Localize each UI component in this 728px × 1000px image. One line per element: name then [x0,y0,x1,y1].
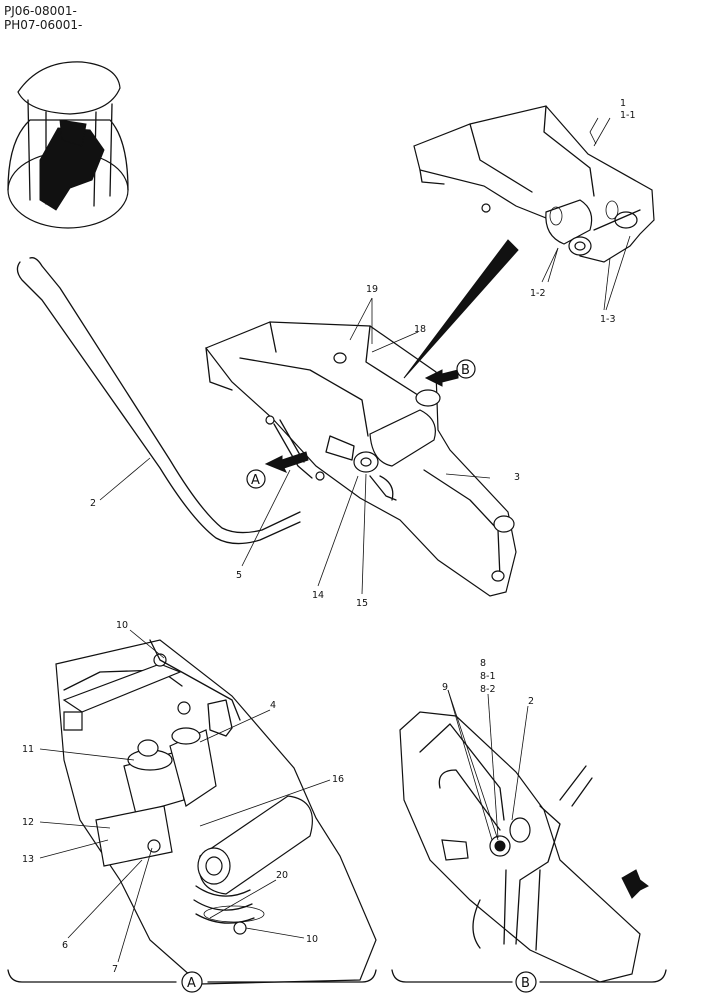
model-code-1: PJ06-08001- [4,4,77,18]
view-caption-b [391,969,667,993]
label-part-10-top: 10 [116,620,128,631]
lever-part-2 [16,257,301,545]
label-part-2: 2 [90,498,96,509]
label-part-3: 3 [514,472,520,483]
view-caption-b-letter: B [521,976,530,991]
label-part-14: 14 [312,590,324,601]
label-part-9: 9 [442,682,448,693]
label-part-7: 7 [112,964,118,975]
label-part-11: 11 [22,744,34,755]
label-part-1-2: 1-2 [530,288,546,299]
label-part-15: 15 [356,598,368,609]
label-part-5: 5 [236,570,242,581]
label-part-1-1: 1-1 [620,110,636,121]
model-code-2: PH07-06001- [4,18,83,32]
label-part-8: 8 [480,658,486,669]
label-part-19: 19 [366,284,378,295]
label-part-6: 6 [62,940,68,951]
label-part-1: 1 [620,98,626,109]
label-part-12: 12 [22,817,34,828]
upper-bracket-part-1 [413,105,655,263]
label-part-4: 4 [270,700,276,711]
view-caption-a [7,969,377,993]
label-part-18: 18 [414,324,426,335]
label-part-20: 20 [276,870,288,881]
main-bracket-assembly [205,321,517,597]
detail-view-b [399,711,649,983]
label-part-8-2: 8-2 [480,684,496,695]
view-marker-a: A [251,473,260,488]
leader-lines [39,117,631,963]
view-marker-b: B [461,363,470,378]
label-part-8-1: 8-1 [480,671,496,682]
view-arrow-b [424,359,476,387]
label-part-2-detail-b: 2 [528,696,534,707]
label-part-10-bottom: 10 [306,934,318,945]
label-part-1-3: 1-3 [600,314,616,325]
view-arrow-a [246,451,309,489]
cab-locator-thumbnail [7,61,129,229]
detail-pointer-wedge [403,239,519,379]
label-part-16: 16 [332,774,344,785]
label-part-13: 13 [22,854,34,865]
view-caption-a-letter: A [187,976,196,991]
detail-view-a [55,639,377,985]
